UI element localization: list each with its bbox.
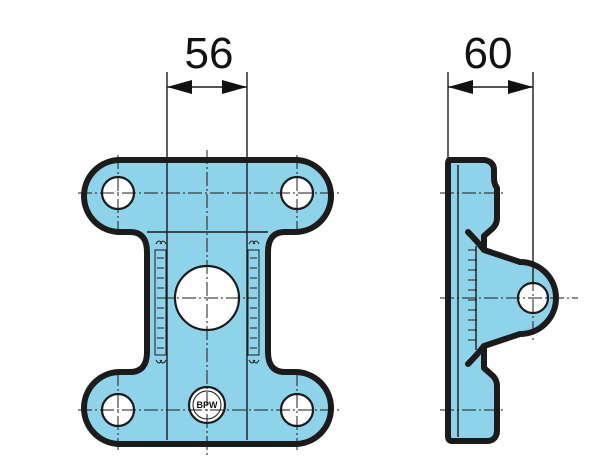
side-centerlines <box>440 192 578 411</box>
front-view: BPW 56 <box>78 29 340 455</box>
side-base-plate-outline <box>445 157 500 444</box>
front-centerlines <box>78 150 340 455</box>
front-dimension: 56 <box>166 29 248 164</box>
front-dimension-label: 56 <box>185 29 234 78</box>
side-dimension: 60 <box>447 29 534 283</box>
side-dimension-label: 60 <box>464 29 513 78</box>
front-flange-lines <box>147 164 268 440</box>
side-view: 60 <box>440 29 578 444</box>
front-weld-seam-right <box>247 240 260 364</box>
